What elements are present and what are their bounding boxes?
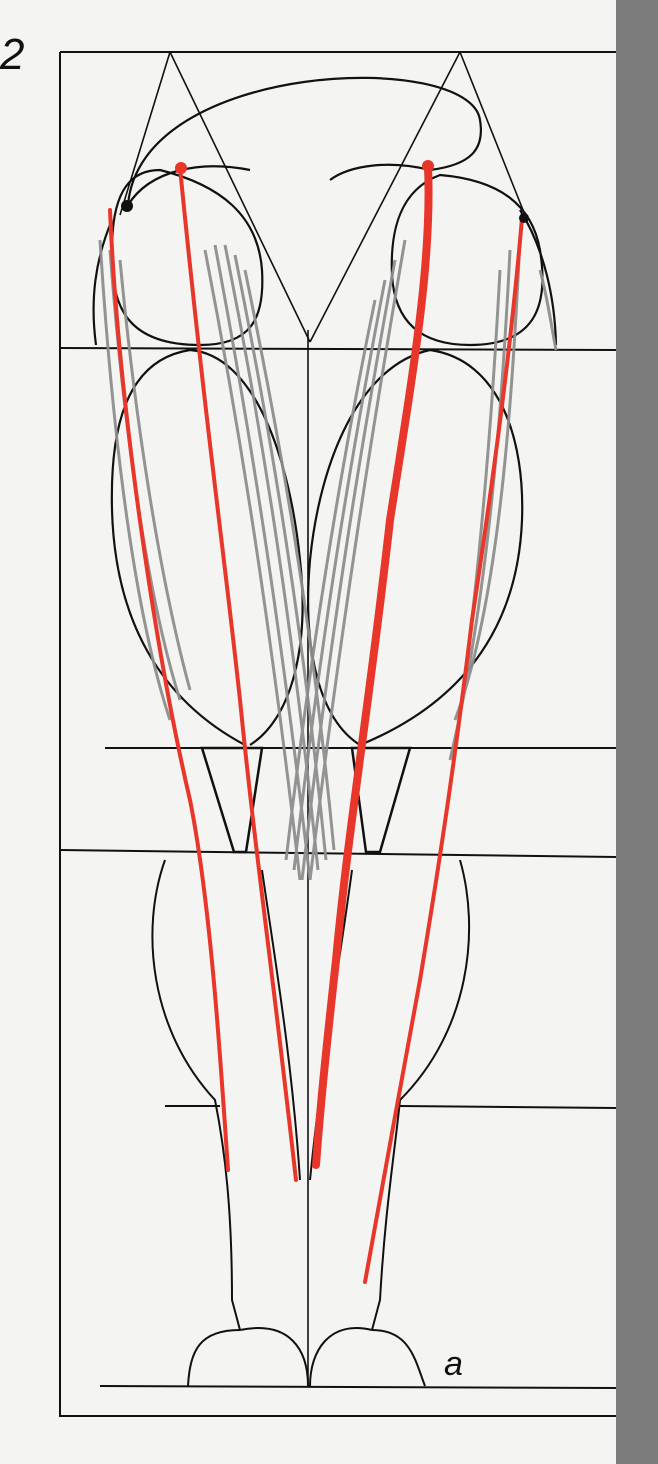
figure-label: a: [444, 1345, 463, 1384]
red-overlay-lines: [110, 166, 522, 1282]
muscle-shading: [100, 240, 556, 880]
lower-leg-outlines: [152, 860, 469, 1386]
leg-anatomy-diagram: [0, 0, 616, 1464]
figure-frame: [60, 52, 616, 1416]
scanned-page: 2: [0, 0, 616, 1464]
